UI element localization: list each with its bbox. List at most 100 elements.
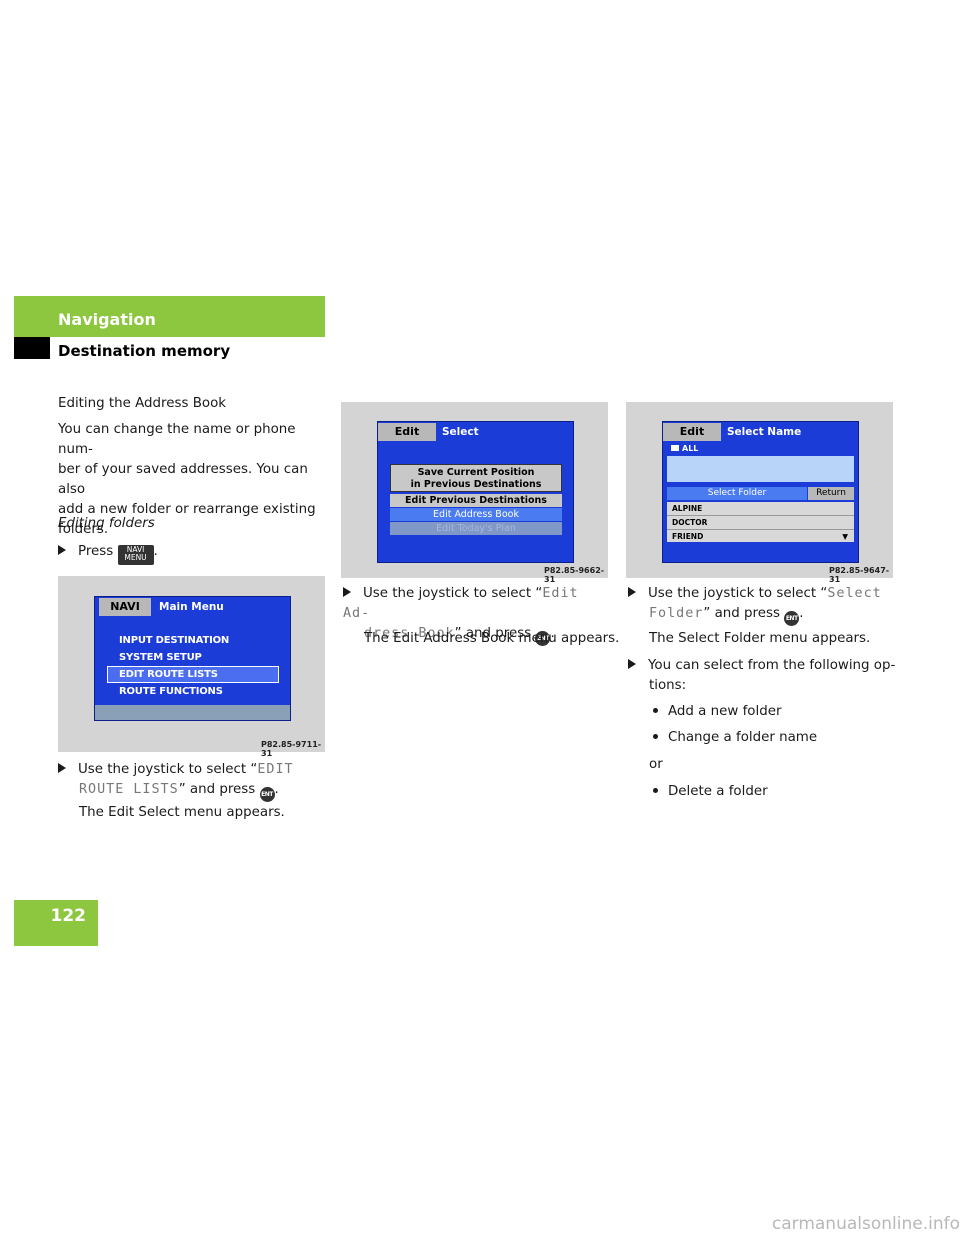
option-text: Change a folder name — [668, 730, 818, 745]
step-text: Use the joystick to select “ — [78, 762, 258, 777]
screen-title: Main Menu — [159, 601, 224, 613]
bullet-icon — [653, 708, 658, 713]
option-item: Delete a folder — [653, 782, 768, 802]
menu-item-previous-destinations: Edit Previous Destinations — [390, 494, 562, 507]
menu-line: in Previous Destinations — [410, 479, 542, 490]
menu-line: Save Current Position — [417, 467, 535, 478]
menu-code: dress Book — [364, 626, 455, 641]
ent-key-icon: ENT — [535, 631, 551, 646]
or-text: or — [649, 757, 663, 772]
menu-item-address-book-selected: Edit Address Book — [390, 508, 562, 521]
step-text: ” and press — [703, 606, 780, 621]
screen-title: Select Name — [727, 426, 802, 438]
menu-item-save-position: Save Current Position in Previous Destin… — [390, 464, 562, 492]
section-header-bar — [14, 296, 325, 337]
arrow-icon — [628, 587, 636, 597]
menu-code: Folder — [649, 606, 704, 621]
step-punct: . — [274, 782, 279, 797]
image-caption: P82.85-9662-31 — [544, 566, 605, 584]
step-select-edit-route-lists: Use the joystick to select “EDIT ROUTE L… — [58, 760, 328, 802]
edit-screen: Edit Select Save Current Position in Pre… — [377, 421, 574, 563]
folder-entry-row: FRIEND ▼ — [667, 530, 854, 543]
ent-key-icon: ENT — [784, 611, 800, 626]
step-punct: . — [153, 544, 158, 559]
step-select-edit-address-book: Use the joystick to select “Edit Ad- dre… — [343, 584, 613, 646]
menu-item-selected: EDIT ROUTE LISTS — [119, 669, 218, 680]
folder-entry: FRIEND — [672, 532, 704, 541]
folder-list: ALPINE DOCTOR FRIEND ▼ — [667, 502, 854, 542]
arrow-icon — [343, 587, 351, 597]
step-text: tions: — [649, 678, 687, 693]
result-select-folder: The Select Folder menu appears. — [649, 631, 871, 646]
arrow-icon — [58, 545, 66, 555]
result-edit-address-book: The Edit Address Book menu appears. — [364, 631, 620, 646]
result-edit-select: The Edit Select menu appears. — [79, 805, 285, 820]
return-button: Return — [808, 487, 854, 500]
screen-tab: Edit — [663, 423, 721, 441]
option-text: Delete a folder — [668, 784, 768, 799]
arrow-icon — [628, 659, 636, 669]
header-marker — [14, 337, 50, 359]
name-list-area — [667, 456, 854, 482]
option-item: Change a folder name — [653, 728, 817, 748]
intro-paragraph: You can change the name or phone num- be… — [58, 420, 328, 540]
menu-code: EDIT — [257, 762, 294, 777]
step-text: Press — [78, 544, 114, 559]
screen-tab: NAVI — [99, 598, 151, 616]
screen-tab: Edit — [378, 423, 436, 441]
menu-item: INPUT DESTINATION — [119, 635, 230, 646]
key-label-bottom: MENU — [124, 553, 147, 562]
menu-code: ROUTE LISTS — [79, 782, 179, 797]
step-text: ” and press — [178, 782, 256, 797]
intro-line: You can change the name or phone num- — [58, 422, 296, 457]
watermark-text: carmanualsonline.info — [771, 1214, 960, 1234]
step-text: Use the joystick to select “ — [363, 586, 543, 601]
step-punct: . — [550, 626, 555, 641]
folder-icon — [671, 445, 679, 451]
bullet-icon — [653, 788, 658, 793]
subsection-title: Destination memory — [58, 342, 231, 360]
screenshot-select-name: Edit Select Name ALL Select Folder Retur… — [626, 402, 893, 584]
subheading-editing-folders: Editing folders — [58, 516, 155, 531]
section-title: Navigation — [58, 310, 156, 329]
folder-label: ALL — [671, 444, 698, 453]
step-text: You can select from the following op- — [648, 658, 896, 673]
option-item: Add a new folder — [653, 702, 781, 722]
step-text: Use the joystick to select “ — [648, 586, 828, 601]
menu-item-todays-plan: Edit Today's Plan — [390, 522, 562, 535]
select-name-screen: Edit Select Name ALL Select Folder Retur… — [662, 421, 859, 563]
menu-code: Select — [827, 586, 882, 601]
image-caption: P82.85-9711-31 — [261, 740, 322, 758]
page-number-box — [14, 900, 98, 946]
bullet-icon — [653, 734, 658, 739]
step-options: You can select from the following op- ti… — [628, 656, 908, 696]
ent-key-icon: ENT — [259, 787, 275, 802]
menu-selection-highlight — [107, 666, 279, 683]
step-select-folder: Use the joystick to select “Select Folde… — [628, 584, 908, 626]
menu-code: Edit Ad- — [343, 586, 579, 621]
intro-line: ber of your saved addresses. You can als… — [58, 462, 308, 497]
screen-title: Select — [442, 426, 479, 438]
page-number: 122 — [14, 906, 98, 926]
arrow-icon — [58, 763, 66, 773]
step-punct: . — [799, 606, 804, 621]
intro-line: add a new folder or rearrange existing — [58, 502, 316, 517]
watermark: carmanualsonline.info — [0, 1214, 960, 1234]
intro-line: folders. — [58, 522, 109, 537]
screenshot-edit-select: Edit Select Save Current Position in Pre… — [341, 402, 608, 584]
option-text: Add a new folder — [668, 704, 782, 719]
folder-entry: ALPINE — [667, 502, 854, 516]
menu-item: SYSTEM SETUP — [119, 652, 202, 663]
menu-item: ROUTE FUNCTIONS — [119, 686, 223, 697]
heading-editing-address-book: Editing the Address Book — [58, 396, 227, 411]
navi-screen: NAVI Main Menu INPUT DESTINATION SYSTEM … — [94, 596, 291, 721]
select-folder-button: Select Folder — [667, 487, 807, 500]
image-caption: P82.85-9647-31 — [829, 566, 890, 584]
scroll-down-icon: ▼ — [842, 532, 848, 541]
page-number-text: 122 — [50, 906, 87, 926]
screen-status-bar — [95, 705, 290, 720]
folder-name: ALL — [682, 444, 699, 453]
folder-entry: DOCTOR — [667, 516, 854, 530]
